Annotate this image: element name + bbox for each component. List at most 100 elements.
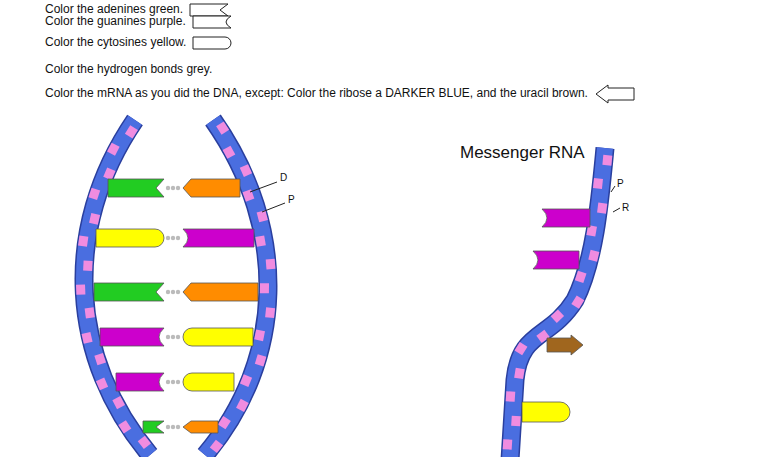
- hydrogen-bond: [171, 186, 175, 190]
- base-icon-shape: [190, 4, 228, 16]
- nucleotide-base: [143, 421, 164, 433]
- phosphate: [96, 378, 108, 391]
- instruction-line: Color the mRNA as you did the DNA, excep…: [45, 84, 715, 104]
- phosphate: [82, 332, 93, 344]
- base-icon: [191, 33, 235, 53]
- part-label-line: R: [622, 200, 629, 216]
- nucleotide-base: [547, 335, 583, 355]
- phosphate: [588, 250, 599, 262]
- nucleotide-base: [96, 229, 164, 247]
- base-icon-shape: [596, 85, 634, 103]
- leader-line: [613, 208, 620, 212]
- phosphate: [511, 416, 521, 427]
- instruction: Color the guanines purple.: [45, 14, 186, 28]
- hydrogen-bond: [166, 236, 170, 240]
- nucleotide-base: [533, 251, 579, 269]
- phosphate: [593, 178, 603, 189]
- phosphate: [107, 143, 120, 156]
- instruction: Color the cytosines yellow.: [45, 35, 186, 49]
- phosphate: [210, 440, 223, 453]
- diagram-heading-line: Messenger RNA: [460, 143, 585, 163]
- phosphate: [240, 164, 252, 177]
- instruction: Color the hydrogen bonds grey.: [45, 62, 212, 76]
- phosphate: [78, 236, 88, 247]
- phosphate: [76, 284, 85, 294]
- instruction: Color the adenines green.: [45, 2, 183, 16]
- nucleotide-base: [100, 328, 164, 346]
- part-label: R: [622, 202, 629, 213]
- part-label-line: D: [280, 170, 287, 186]
- phosphate: [575, 271, 587, 283]
- hydrogen-bond: [176, 186, 180, 190]
- phosphate: [218, 416, 231, 429]
- phosphate: [254, 330, 265, 342]
- leader-line: [611, 186, 615, 192]
- backbone-outline: [510, 148, 605, 457]
- phosphate: [551, 310, 564, 323]
- nucleotide-base: [183, 179, 240, 197]
- base-icon: [191, 12, 235, 32]
- hydrogen-bond: [176, 335, 180, 339]
- hydrogen-bond: [171, 236, 175, 240]
- nucleotide-base: [183, 373, 234, 391]
- nucleotide-base: [542, 209, 590, 227]
- phosphate: [216, 121, 229, 134]
- nucleotide-base: [94, 283, 164, 301]
- hydrogen-bond: [166, 380, 170, 384]
- phosphate: [265, 307, 275, 318]
- base-icon-shape: [193, 16, 231, 28]
- phosphate: [83, 260, 92, 270]
- phosphate: [503, 439, 513, 450]
- phosphate: [89, 188, 101, 200]
- hydrogen-bond: [166, 335, 170, 339]
- instruction: Color the mRNA as you did the DNA, excep…: [45, 86, 588, 100]
- hydrogen-bond: [176, 380, 180, 384]
- phosphate: [260, 283, 269, 293]
- phosphate: [602, 155, 612, 166]
- nucleotide-base: [183, 283, 258, 301]
- leader-line: [262, 203, 285, 212]
- phosphate: [85, 307, 95, 318]
- mrna-strand: [503, 148, 613, 457]
- phosphate: [94, 353, 106, 365]
- phosphate: [240, 374, 252, 387]
- nucleotide-base: [183, 229, 254, 247]
- nucleotide-base: [108, 179, 164, 197]
- phosphate: [125, 125, 138, 138]
- phosphate: [255, 354, 267, 366]
- hydrogen-bond: [176, 290, 180, 294]
- phosphate: [236, 399, 249, 412]
- part-label-line: P: [617, 176, 624, 192]
- part-label: D: [280, 172, 287, 183]
- hydrogen-bond: [171, 335, 175, 339]
- phosphate: [138, 436, 151, 449]
- nucleotide-base: [183, 421, 218, 433]
- phosphate: [515, 342, 528, 355]
- phosphate: [112, 396, 125, 409]
- nucleotide-base: [183, 328, 253, 346]
- phosphate: [223, 146, 236, 159]
- nucleotide-base: [522, 402, 570, 422]
- phosphate: [266, 259, 276, 270]
- phosphate: [514, 368, 524, 379]
- phosphate: [255, 235, 266, 246]
- hydrogen-bond: [171, 425, 175, 429]
- instruction-line: Color the guanines purple.: [45, 12, 235, 32]
- part-label: P: [617, 178, 624, 189]
- phosphate: [103, 168, 115, 181]
- phosphate: [597, 203, 607, 214]
- base-icon-shape: [193, 37, 231, 49]
- base-icon: [593, 84, 637, 104]
- instruction-line: Color the cytosines yellow.: [45, 33, 235, 53]
- nucleotide-base: [116, 373, 164, 391]
- phosphate: [506, 391, 516, 402]
- hydrogen-bond: [166, 290, 170, 294]
- instruction-line: Color the hydrogen bonds grey.: [45, 60, 212, 78]
- diagram-heading: Messenger RNA: [460, 143, 585, 162]
- phosphate: [571, 295, 584, 308]
- part-label-line: P: [288, 192, 295, 208]
- hydrogen-bond: [171, 380, 175, 384]
- hydrogen-bond: [166, 425, 170, 429]
- hydrogen-bond: [176, 425, 180, 429]
- leader-line: [250, 182, 277, 192]
